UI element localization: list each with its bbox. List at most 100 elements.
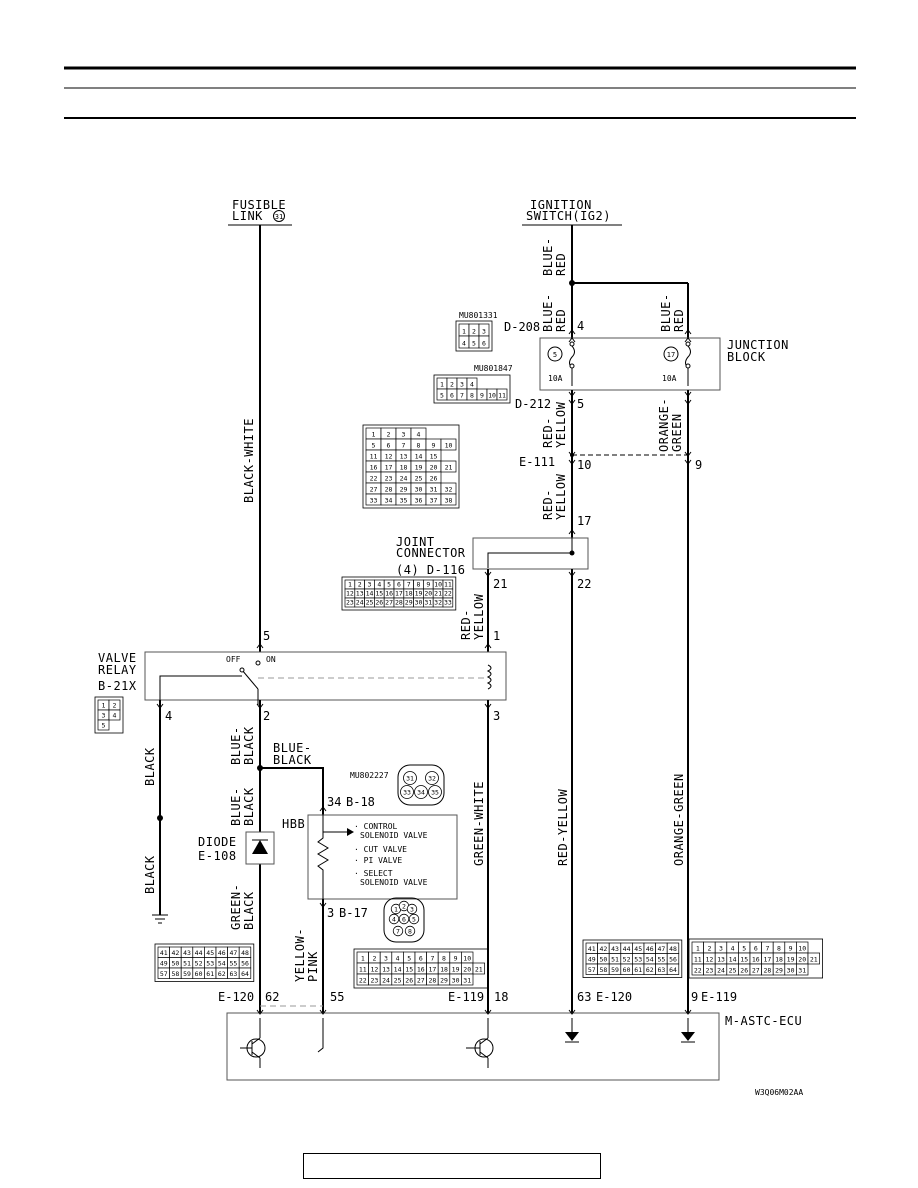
connector-pin-number: 15 (375, 590, 383, 598)
connector-pin-number: 10 (463, 955, 471, 963)
connector-pin-number: 30 (415, 486, 423, 494)
connector-pin-number: 4 (113, 712, 117, 720)
connector-pin-number: 28 (385, 486, 393, 494)
connector-pin-number: 9 (426, 581, 430, 589)
connector-pin-number: 22 (444, 590, 452, 598)
svg-text:BLUE-: BLUE- (659, 293, 673, 332)
svg-text:22: 22 (577, 577, 591, 591)
svg-text:GREEN: GREEN (670, 413, 684, 452)
connector-pin-number: 54 (646, 956, 654, 964)
connector-pin-number: 48 (669, 945, 677, 953)
ecu-m-astc (226, 1012, 720, 1081)
connector-pin-number: 31 (798, 967, 806, 975)
connector-pin-number: 28 (395, 599, 403, 607)
pin-numbers: 4 D-208 5 D-212 10 9 E-111 17 21 22 5 1 … (165, 319, 737, 1004)
svg-text:9: 9 (695, 458, 702, 472)
connector-pin-number: 44 (623, 945, 631, 953)
connector-pin-number: 8 (470, 392, 474, 400)
connector-pin-number: 1 (440, 381, 444, 389)
connector-pin-number: 22 (359, 977, 367, 985)
connector-pin-number: 18 (440, 966, 448, 974)
wire-label-orange-green-a: ORANGE- GREEN (657, 398, 684, 452)
connector-pin-number: 14 (394, 966, 402, 974)
wire-label-blue-black-a: BLUE- BLACK (229, 726, 256, 765)
connector-pin-number: 22 (370, 475, 378, 483)
connector-pin-number: 4 (377, 581, 381, 589)
connector-pin-number: 6 (397, 581, 401, 589)
connector-pin-cell (496, 388, 508, 401)
connector-pin-number: 37 (430, 497, 438, 505)
connector-pin-number: 1 (462, 328, 466, 336)
connector-pin-number: 27 (752, 967, 760, 975)
connector-pin-number: 16 (385, 590, 393, 598)
splice-ig (569, 280, 575, 286)
connector-pin-number: 4 (462, 340, 466, 348)
connector-pin-number: 31 (463, 977, 471, 985)
connector-pin-number: 25 (394, 977, 402, 985)
wire-label-black-1: BLACK (143, 747, 157, 786)
svg-text:YELLOW-: YELLOW- (293, 928, 307, 982)
svg-text:63: 63 (577, 990, 591, 1004)
connector-pin-number: 23 (385, 475, 393, 483)
connector-pin-number: 30 (787, 967, 795, 975)
svg-text:ON: ON (266, 655, 276, 664)
connector-pin-number: 13 (356, 590, 364, 598)
connector-pin-number: 52 (195, 960, 203, 968)
connector-pin-number: 42 (171, 949, 179, 957)
connector-pin-number: 59 (183, 970, 191, 978)
connector-pin-number: 5 (472, 340, 476, 348)
connector-pin-number: 9 (480, 392, 484, 400)
svg-text:RED-: RED- (541, 489, 555, 520)
connector-pin-number: 60 (623, 966, 631, 974)
svg-text:BLUE-: BLUE- (541, 293, 555, 332)
connector-pin-number: 46 (218, 949, 226, 957)
connector-pin-number: 19 (415, 464, 423, 472)
connector-pin-number: 26 (740, 967, 748, 975)
connector-pin-number: 21 (475, 966, 483, 974)
connector-pin-number: 3 (384, 955, 388, 963)
connector-pin-number: 10 (445, 442, 453, 450)
ecu-transistor-62 (240, 1018, 266, 1068)
connector-pin-number: 3 (368, 581, 372, 589)
connector-pin-number: 43 (183, 949, 191, 957)
wire-label-red-yellow-long: RED-YELLOW (556, 788, 570, 866)
svg-text:B-17: B-17 (339, 906, 368, 920)
connector-pin-number: 22 (694, 967, 702, 975)
fuse-17-symbol (663, 346, 679, 362)
svg-text:2: 2 (263, 709, 270, 723)
connector-pin-number: 29 (775, 967, 783, 975)
connector-pin-number: 12 (705, 956, 713, 964)
svg-text:17: 17 (667, 351, 675, 359)
connector-pin-number: 2 (387, 431, 391, 439)
svg-text:RED-: RED- (459, 609, 473, 640)
connector-pin-cell (666, 963, 680, 975)
svg-text:E-119: E-119 (448, 990, 484, 1004)
svg-text:E-111: E-111 (519, 455, 555, 469)
connector-pin-cell (440, 460, 457, 473)
svg-text:· CONTROL: · CONTROL (354, 822, 398, 831)
connector-pin-number: 15 (405, 966, 413, 974)
connector-pin-number: 52 (623, 956, 631, 964)
connector-pin-number: 58 (171, 970, 179, 978)
wire-label-blue-black-c: BLUE- BLACK (229, 787, 256, 826)
svg-text:BLUE-: BLUE- (229, 726, 243, 765)
connector-pin-number: 49 (160, 960, 168, 968)
svg-text:55: 55 (330, 990, 344, 1004)
connector-pin-number: 2 (450, 381, 454, 389)
connector-pin-number: 21 (434, 590, 442, 598)
svg-text:5: 5 (553, 351, 557, 359)
connector-pin-number: 61 (634, 966, 642, 974)
joint-connector (472, 537, 589, 570)
wire-blue-black-to-hbb (260, 767, 324, 815)
connector-pin-number: 24 (382, 977, 390, 985)
connector-pin-number: 23 (370, 977, 378, 985)
connector-pin-number: 17 (428, 966, 436, 974)
connector-pin-number: 21 (810, 956, 818, 964)
svg-text:JOINT: JOINT (396, 535, 435, 549)
wire-label-red-yellow-b: RED- YELLOW (541, 473, 568, 520)
connector-pin-number: 27 (385, 599, 393, 607)
connector-pin-number: 47 (657, 945, 665, 953)
svg-text:YELLOW: YELLOW (472, 593, 486, 640)
connector-pin-number: 12 (370, 966, 378, 974)
